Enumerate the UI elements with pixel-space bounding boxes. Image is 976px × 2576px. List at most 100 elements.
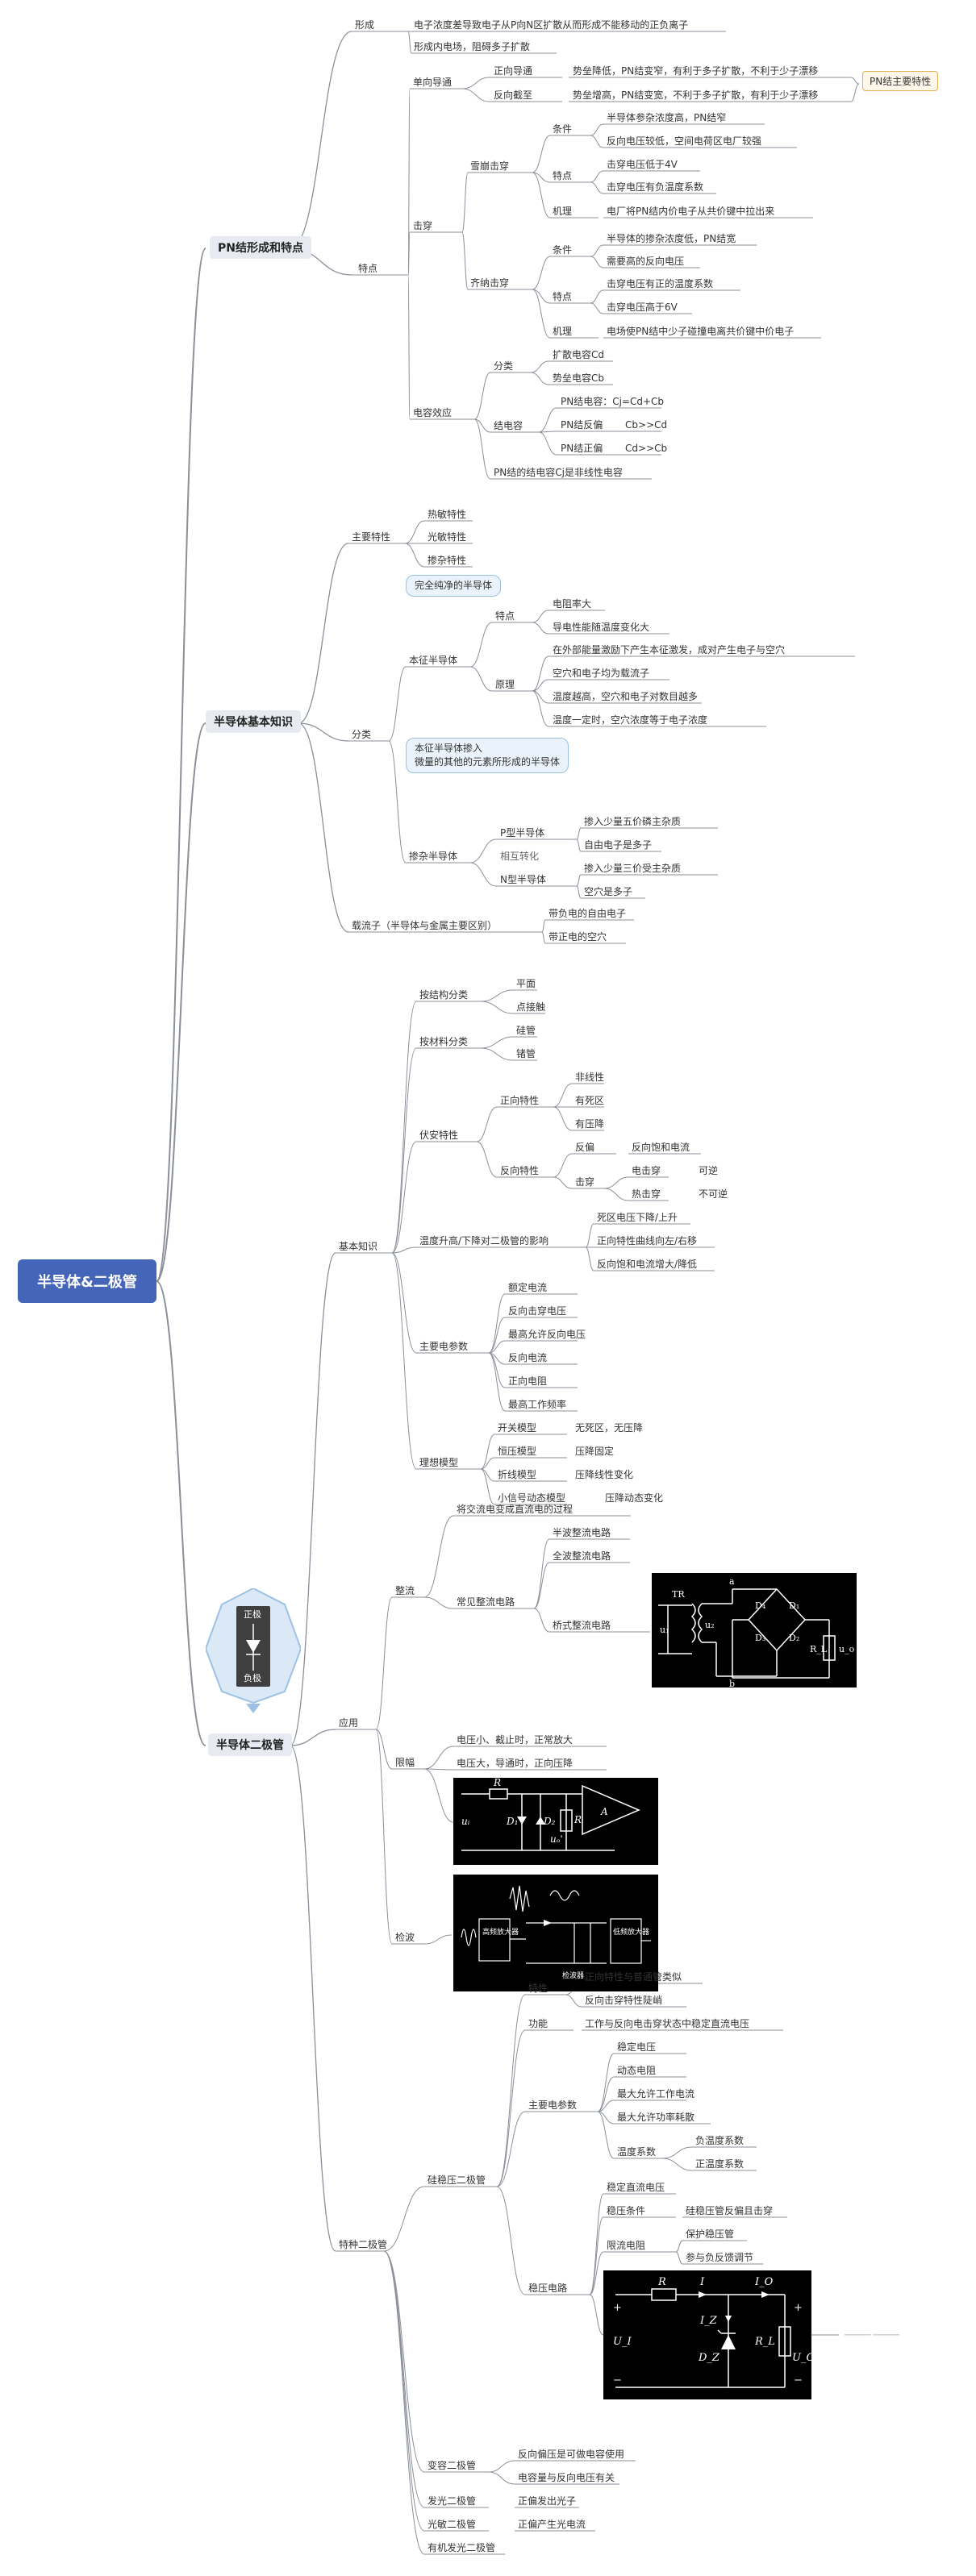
pn-unidirectional[interactable]: 单向导通 bbox=[413, 77, 453, 88]
connector-line bbox=[156, 248, 206, 1282]
stab-3a: 保护稳压管 bbox=[686, 2229, 735, 2240]
pn-capacitance[interactable]: 电容效应 bbox=[413, 407, 453, 418]
pn-features[interactable]: 特点 bbox=[358, 263, 378, 274]
main-params[interactable]: 主要电参数 bbox=[419, 1341, 469, 1352]
model-4[interactable]: 小信号动态模型 bbox=[498, 1492, 566, 1504]
hub-semiconductor-basics[interactable]: 半导体基本知识 bbox=[206, 710, 301, 733]
rectification[interactable]: 整流 bbox=[395, 1585, 415, 1596]
detection[interactable]: 检波 bbox=[395, 1932, 415, 1943]
thermal-bd[interactable]: 热击穿 bbox=[632, 1188, 661, 1200]
electric-bd[interactable]: 电击穿 bbox=[632, 1165, 661, 1176]
connector-line bbox=[850, 77, 860, 85]
connector-line bbox=[298, 722, 349, 933]
stab-3b: 参与负反馈调节 bbox=[686, 2252, 754, 2263]
ideal-models[interactable]: 理想模型 bbox=[419, 1457, 459, 1468]
forward-prop[interactable]: 正向特性 bbox=[500, 1095, 540, 1106]
stab-iz: I_Z bbox=[699, 2315, 718, 2327]
varactor[interactable]: 变容二极管 bbox=[428, 2460, 477, 2471]
connector-line bbox=[488, 2460, 515, 2473]
zener-params[interactable]: 主要电参数 bbox=[528, 2100, 578, 2111]
diode-basics[interactable]: 基本知识 bbox=[339, 1241, 378, 1252]
av-condition[interactable]: 条件 bbox=[553, 123, 573, 135]
semi-main-props[interactable]: 主要特性 bbox=[352, 531, 391, 543]
pn-forward[interactable]: 正向导通 bbox=[494, 65, 533, 77]
zp-5[interactable]: 温度系数 bbox=[617, 2146, 657, 2158]
ze-feature[interactable]: 特点 bbox=[553, 291, 573, 302]
zener-diode[interactable]: 硅稳压二极管 bbox=[428, 2174, 486, 2186]
connector-line bbox=[407, 231, 411, 276]
carrier[interactable]: 载流子（半导体与金属主要区别） bbox=[352, 920, 498, 931]
connector-line bbox=[476, 1106, 498, 1142]
connector-line bbox=[404, 543, 425, 568]
av-mechanism[interactable]: 机理 bbox=[553, 206, 573, 217]
n-type-2: 空穴是多子 bbox=[584, 886, 633, 897]
pn-avalanche[interactable]: 雪崩击穿 bbox=[470, 160, 510, 172]
fwd-2: 有死区 bbox=[575, 1095, 605, 1106]
special-diodes[interactable]: 特种二极管 bbox=[339, 2239, 388, 2250]
by-material[interactable]: 按材料分类 bbox=[419, 1036, 469, 1047]
by-structure[interactable]: 按结构分类 bbox=[419, 989, 469, 1001]
stab-r: R bbox=[657, 2276, 666, 2288]
stab-3[interactable]: 限流电阻 bbox=[607, 2240, 646, 2251]
pn-nonlinear: PN结的结电容Cj是非线性电容 bbox=[494, 467, 623, 478]
zp-3: 最大允许工作电流 bbox=[617, 2088, 695, 2100]
pn-formation-2: 形成内电场，阻碍多子扩散 bbox=[414, 41, 531, 52]
n-type[interactable]: N型半导体 bbox=[500, 874, 546, 885]
temp-effect[interactable]: 温度升高/下降对二极管的影响 bbox=[419, 1235, 549, 1246]
connector-line bbox=[488, 1317, 506, 1354]
semi-classification[interactable]: 分类 bbox=[352, 729, 372, 740]
zener-function[interactable]: 功能 bbox=[528, 2018, 548, 2029]
intrinsic-feature[interactable]: 特点 bbox=[495, 610, 515, 622]
connector-line bbox=[532, 172, 551, 183]
pn-formation[interactable]: 形成 bbox=[355, 19, 375, 31]
model-2[interactable]: 恒压模型 bbox=[498, 1446, 537, 1457]
connector-line bbox=[533, 1538, 550, 1609]
full-wave: 全波整流电路 bbox=[553, 1550, 611, 1562]
connector-line bbox=[480, 1047, 514, 1061]
intrinsic-principle[interactable]: 原理 bbox=[495, 679, 515, 690]
rev-bias[interactable]: 反偏 bbox=[575, 1142, 595, 1153]
pn-breakdown[interactable]: 击穿 bbox=[413, 220, 433, 231]
connector-line bbox=[461, 77, 490, 89]
hub-diode[interactable]: 半导体二极管 bbox=[208, 1733, 292, 1756]
av-cond-1: 半导体参杂浓度高，PN结窄 bbox=[607, 112, 727, 123]
av-feat-2: 击穿电压有负温度系数 bbox=[607, 181, 704, 193]
ze-mechanism[interactable]: 机理 bbox=[553, 326, 573, 337]
rev-breakdown[interactable]: 击穿 bbox=[575, 1176, 595, 1188]
bridge-rect: 桥式整流电路 bbox=[553, 1620, 611, 1631]
connector-line bbox=[480, 1457, 495, 1470]
oled[interactable]: 有机发光二极管 bbox=[428, 2542, 496, 2553]
prop-doping: 掺杂特性 bbox=[428, 555, 467, 566]
cap-category[interactable]: 分类 bbox=[494, 360, 514, 372]
connector-line bbox=[375, 1596, 393, 1730]
pn-zener[interactable]: 齐纳击穿 bbox=[470, 277, 510, 289]
stab-2[interactable]: 稳压条件 bbox=[607, 2205, 646, 2216]
material-ge: 锗管 bbox=[516, 1048, 536, 1059]
bridge-d3: D₃ bbox=[755, 1633, 765, 1643]
photodiode[interactable]: 光敏二极管 bbox=[428, 2519, 477, 2530]
zener-char[interactable]: 特性 bbox=[528, 1983, 548, 1994]
model-3[interactable]: 折线模型 bbox=[498, 1469, 537, 1480]
rect-circuits[interactable]: 常见整流电路 bbox=[457, 1596, 515, 1608]
led[interactable]: 发光二极管 bbox=[428, 2495, 477, 2507]
junction-cap[interactable]: 结电容 bbox=[494, 420, 523, 431]
doped[interactable]: 掺杂半导体 bbox=[409, 851, 458, 862]
applications[interactable]: 应用 bbox=[339, 1717, 359, 1729]
stab-i: I bbox=[699, 2276, 705, 2288]
connector-line bbox=[290, 1252, 336, 1746]
connector-line bbox=[388, 740, 407, 864]
root-node[interactable]: 半导体&二极管 bbox=[18, 1259, 156, 1303]
av-feature[interactable]: 特点 bbox=[553, 170, 573, 181]
iv-characteristic[interactable]: 伏安特性 bbox=[419, 1130, 459, 1141]
intrinsic[interactable]: 本征半导体 bbox=[409, 655, 458, 666]
temp-1: 死区电压下降/上升 bbox=[597, 1212, 678, 1223]
reverse-prop[interactable]: 反向特性 bbox=[500, 1165, 540, 1176]
limiting[interactable]: 限幅 bbox=[395, 1757, 415, 1768]
p-type[interactable]: P型半导体 bbox=[500, 827, 545, 839]
ze-condition[interactable]: 条件 bbox=[553, 244, 573, 256]
stabilizer-circuit[interactable]: 稳压电路 bbox=[528, 2283, 568, 2294]
pn-reverse[interactable]: 反向截至 bbox=[494, 89, 533, 101]
model-1[interactable]: 开关模型 bbox=[498, 1422, 537, 1434]
electric-bd-desc: 可逆 bbox=[699, 1165, 719, 1176]
hub-pn-junction[interactable]: PN结形成和特点 bbox=[210, 236, 311, 259]
